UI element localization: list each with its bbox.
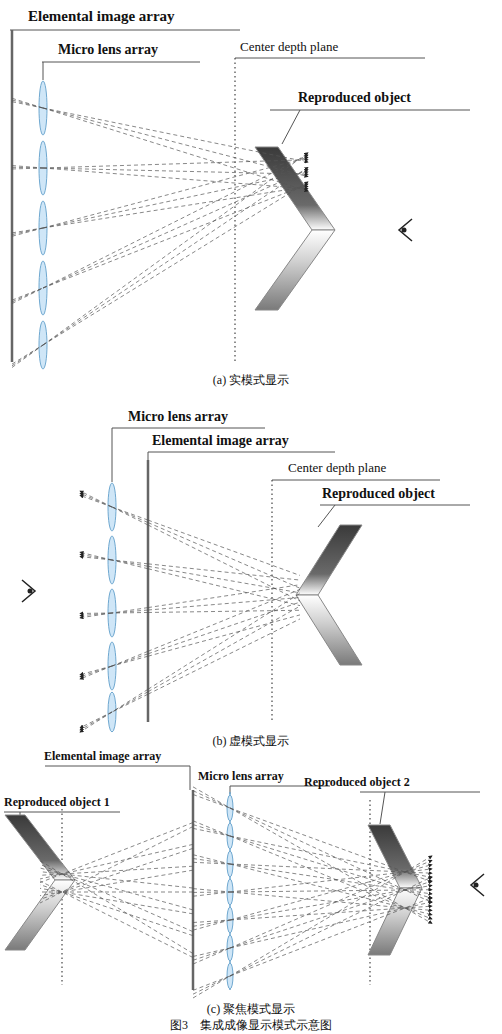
figure-caption: 图3 集成成像显示模式示意图 (170, 1019, 332, 1032)
subfigure-caption: (b) 虚模式显示 (213, 735, 290, 748)
subfigure-caption: (c) 聚焦模式显示 (207, 1003, 295, 1016)
callout-label: Reproduced object (322, 486, 435, 501)
callout-label: Elemental image array (152, 433, 289, 448)
callout-label: Micro lens array (58, 42, 158, 57)
callout-label: Elemental image array (28, 8, 175, 25)
callout-label: Reproduced object 2 (304, 776, 410, 789)
callout-label: Reproduced object (298, 90, 411, 105)
callout-label: Center depth plane (288, 461, 386, 475)
callout-label: Micro lens array (128, 409, 228, 424)
callout-label: Reproduced object 1 (4, 796, 110, 809)
subfigure-caption: (a) 实模式显示 (213, 374, 289, 387)
callout-label: Micro lens array (198, 770, 284, 783)
callout-label: Elemental image array (44, 750, 161, 763)
callout-label: Center depth plane (240, 40, 338, 54)
